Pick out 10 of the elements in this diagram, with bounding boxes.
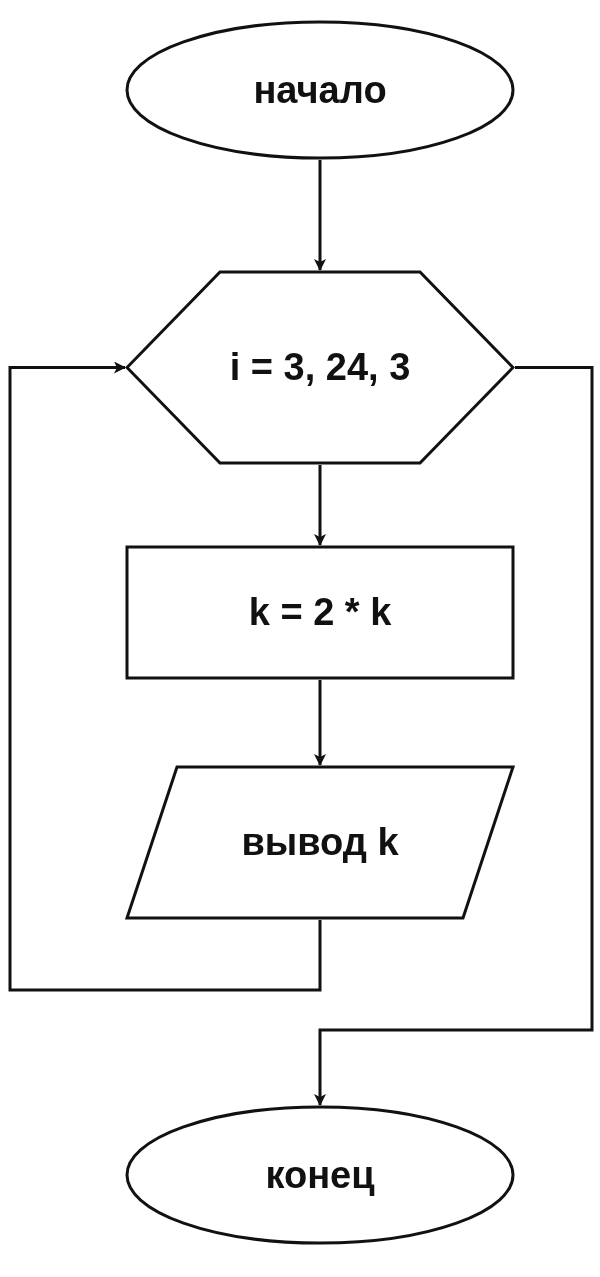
arrow bbox=[314, 465, 326, 546]
node-label: k = 2 * k bbox=[248, 591, 392, 634]
arrow bbox=[314, 366, 594, 1106]
node-label: конец bbox=[265, 1153, 375, 1197]
node-label: начало bbox=[253, 68, 387, 112]
arrow bbox=[314, 680, 326, 766]
arrow bbox=[8, 361, 322, 992]
arrow bbox=[314, 160, 326, 271]
node-label: i = 3, 24, 3 bbox=[229, 346, 411, 389]
node-label: вывод k bbox=[241, 821, 399, 864]
